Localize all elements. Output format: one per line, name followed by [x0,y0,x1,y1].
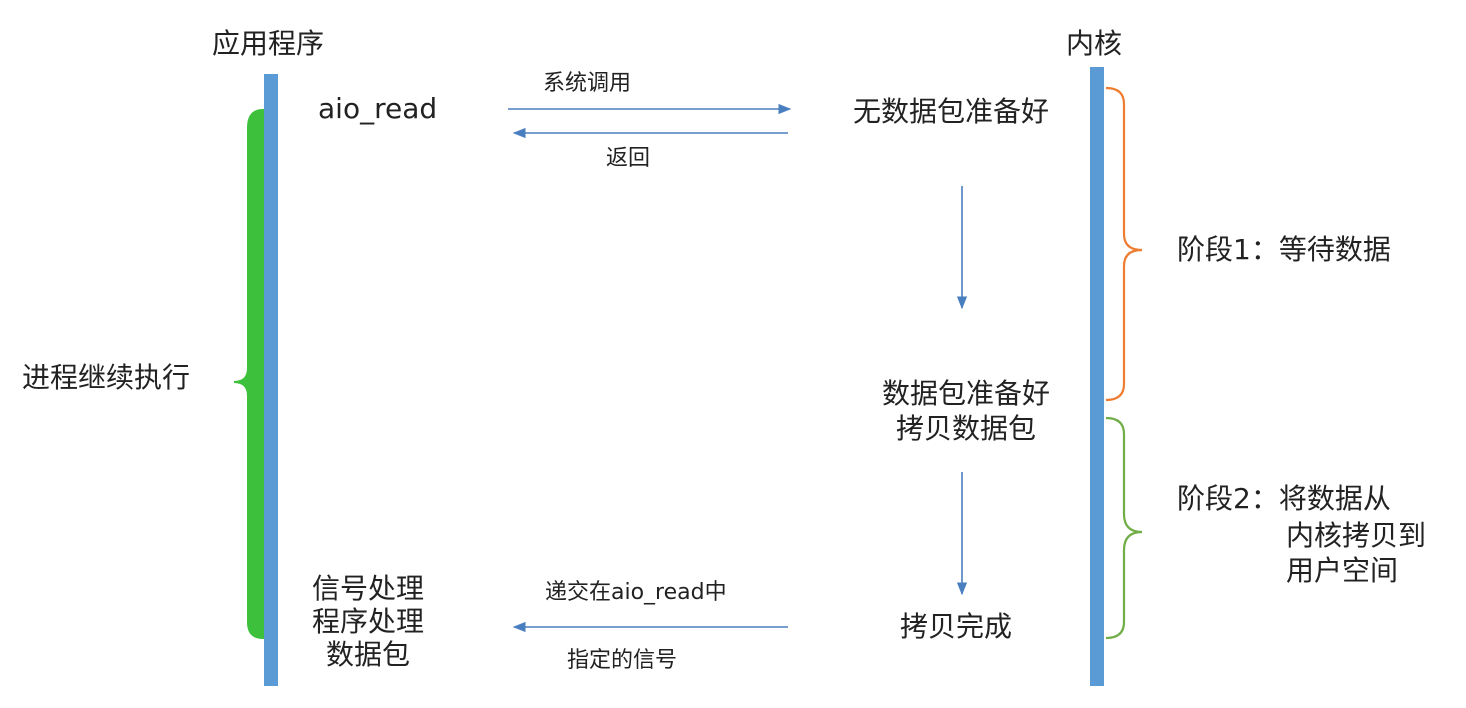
application-header: 应用程序 [212,27,325,60]
deliver-label-line1: 递交在aio_read中 [545,580,727,605]
return-label: 返回 [606,146,651,171]
kernel-timeline [1090,67,1104,686]
stage1-label: 阶段1：等待数据 [1177,233,1391,266]
stage1-brace [1105,86,1143,402]
signal-handler-label: 信号处理 程序处理 数据包 [312,572,425,672]
application-timeline [264,74,278,686]
deliver-label-line2: 指定的信号 [567,648,678,673]
syscall-label: 系统调用 [543,71,632,96]
stage2-label-line2: 内核拷贝到 用户空间 [1286,519,1427,587]
copy-done-label: 拷贝完成 [900,610,1013,643]
stage2-brace [1105,416,1143,640]
process-continue-brace [233,108,264,640]
process-continue-label: 进程继续执行 [22,361,191,394]
aio-read-call: aio_read [318,92,438,125]
data-ready-copy-label: 数据包准备好 拷贝数据包 [882,377,1051,445]
no-data-ready-label: 无数据包准备好 [853,95,1050,128]
stage2-label-line1: 阶段2：将数据从 [1177,482,1391,515]
kernel-header: 内核 [1066,27,1123,60]
